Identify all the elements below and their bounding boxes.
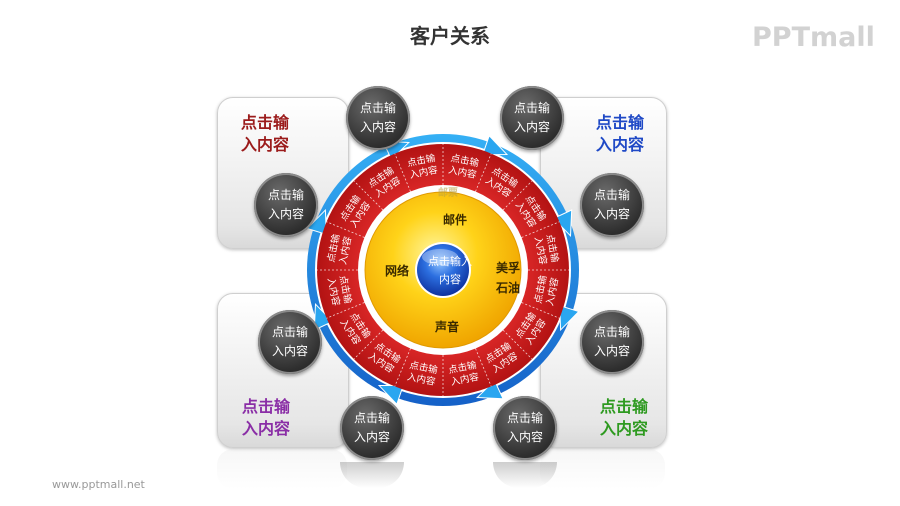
segment-divider — [521, 302, 560, 319]
content-bubble: 点击输入内容 — [493, 396, 557, 460]
segment-divider — [394, 348, 411, 387]
segment-label-line1: 点击输 — [450, 152, 481, 169]
panel-label-top-right: 点击输 入内容 — [585, 112, 655, 156]
content-bubble: 点击输入内容 — [580, 310, 644, 374]
segment-divider — [326, 221, 365, 238]
segment-label-line1: 点击输 — [325, 233, 342, 264]
ring-label-top-faint: 邮票 — [438, 186, 458, 199]
inner-rings — [360, 187, 526, 353]
segment-label-line2: 入内容 — [450, 371, 481, 388]
ring-label-bottom: 声音 — [434, 319, 459, 334]
inner-labels: 邮票 邮件 网络 美孚 石油 声音 点击输入 内容 — [385, 186, 520, 334]
website-url: www.pptmall.net — [52, 478, 145, 491]
ring-label-right-line1: 美孚 — [496, 260, 520, 275]
center-blue-circle — [417, 244, 469, 296]
bubble-line: 点击输 — [353, 411, 390, 425]
panel-label-line: 点击输 — [595, 113, 644, 132]
segment-label-line1: 点击输 — [406, 152, 437, 169]
ring-label-left: 网络 — [385, 263, 409, 278]
bubble-line: 点击输 — [359, 101, 396, 115]
segment-label-line2: 入内容 — [447, 164, 478, 181]
segment-label-line2: 入内容 — [544, 276, 561, 307]
panel-label-top-left: 点击输 入内容 — [230, 112, 300, 156]
bubble-line: 入内容 — [267, 207, 304, 221]
segment-label-line1: 点击输 — [408, 359, 439, 376]
bubble-line: 点击输 — [593, 325, 630, 339]
segment-divider — [326, 302, 365, 319]
segment-label-line1: 点击输 — [337, 274, 354, 305]
segment-label-line2: 入内容 — [325, 277, 342, 308]
ring-arrow-icon — [482, 134, 509, 156]
bubble-line: 入内容 — [271, 344, 308, 358]
segment-label-line2: 入内容 — [406, 371, 437, 388]
ring-arrow-icon — [313, 302, 334, 331]
ring-label-top: 邮件 — [443, 212, 467, 227]
ring-arrows — [306, 134, 580, 406]
segment-label-line1: 点击输 — [447, 359, 478, 376]
panel-label-bottom-right: 点击输 入内容 — [589, 396, 659, 440]
content-bubble: 点击输入内容 — [340, 396, 404, 460]
panel-label-line: 点击输 — [241, 397, 290, 416]
bubble-line: 点击输 — [513, 101, 550, 115]
segment-label-line1: 点击输 — [544, 233, 561, 264]
content-bubble: 点击输入内容 — [346, 86, 410, 150]
center-highlight — [422, 249, 458, 265]
panel-label-line: 入内容 — [599, 419, 648, 438]
bubble-line: 点击输 — [593, 188, 630, 202]
bubble-line: 入内容 — [593, 344, 630, 358]
content-bubble: 点击输入内容 — [500, 86, 564, 150]
ring-arrow-icon — [559, 304, 580, 332]
panel-label-line: 点击输 — [240, 113, 289, 132]
ring-arrow-icon — [552, 209, 573, 238]
panel-label-line: 点击输 — [599, 397, 648, 416]
bubble-line: 点击输 — [267, 188, 304, 202]
segment-divider — [502, 180, 533, 211]
content-bubble: 点击输入内容 — [254, 173, 318, 237]
bubble-line: 入内容 — [359, 120, 396, 134]
panel-reflection-right — [540, 449, 665, 489]
ring-arrow-icon — [377, 384, 404, 406]
content-bubble: 点击输入内容 — [258, 310, 322, 374]
segment-label-line2: 入内容 — [337, 235, 354, 266]
page-title: 客户关系 — [410, 24, 490, 48]
segment-divider — [502, 329, 533, 360]
segment-label-line1: 点击输 — [532, 274, 549, 305]
panel-label-line: 入内容 — [240, 135, 289, 154]
center-label-line1: 点击输入 — [428, 254, 472, 268]
bubble-line: 入内容 — [593, 207, 630, 221]
bubble-line: 点击输 — [271, 325, 308, 339]
bubble-line: 点击输 — [506, 411, 543, 425]
segment-divider — [475, 348, 492, 387]
panel-reflection-left — [217, 449, 347, 489]
segment-divider — [394, 153, 411, 192]
segment-divider — [475, 153, 492, 192]
segment-divider — [353, 180, 384, 211]
center-label-line2: 内容 — [439, 272, 461, 286]
bubble-line: 入内容 — [353, 430, 390, 444]
panel-label-line: 入内容 — [595, 135, 644, 154]
panel-label-line: 入内容 — [241, 419, 290, 438]
segment-divider — [521, 221, 560, 238]
bubble-line: 入内容 — [513, 120, 550, 134]
segment-label-line2: 入内容 — [532, 235, 549, 266]
bubble-line: 入内容 — [506, 430, 543, 444]
ring-arrow-icon — [306, 208, 327, 236]
ring-arrow-icon — [475, 379, 504, 400]
segment-divider — [353, 329, 384, 360]
segment-label-line2: 入内容 — [408, 164, 439, 181]
ring-label-right-line2: 石油 — [495, 280, 520, 295]
panel-label-bottom-left: 点击输 入内容 — [231, 396, 301, 440]
pptmall-logo: PPTmall — [752, 22, 875, 53]
content-bubble: 点击输入内容 — [580, 173, 644, 237]
